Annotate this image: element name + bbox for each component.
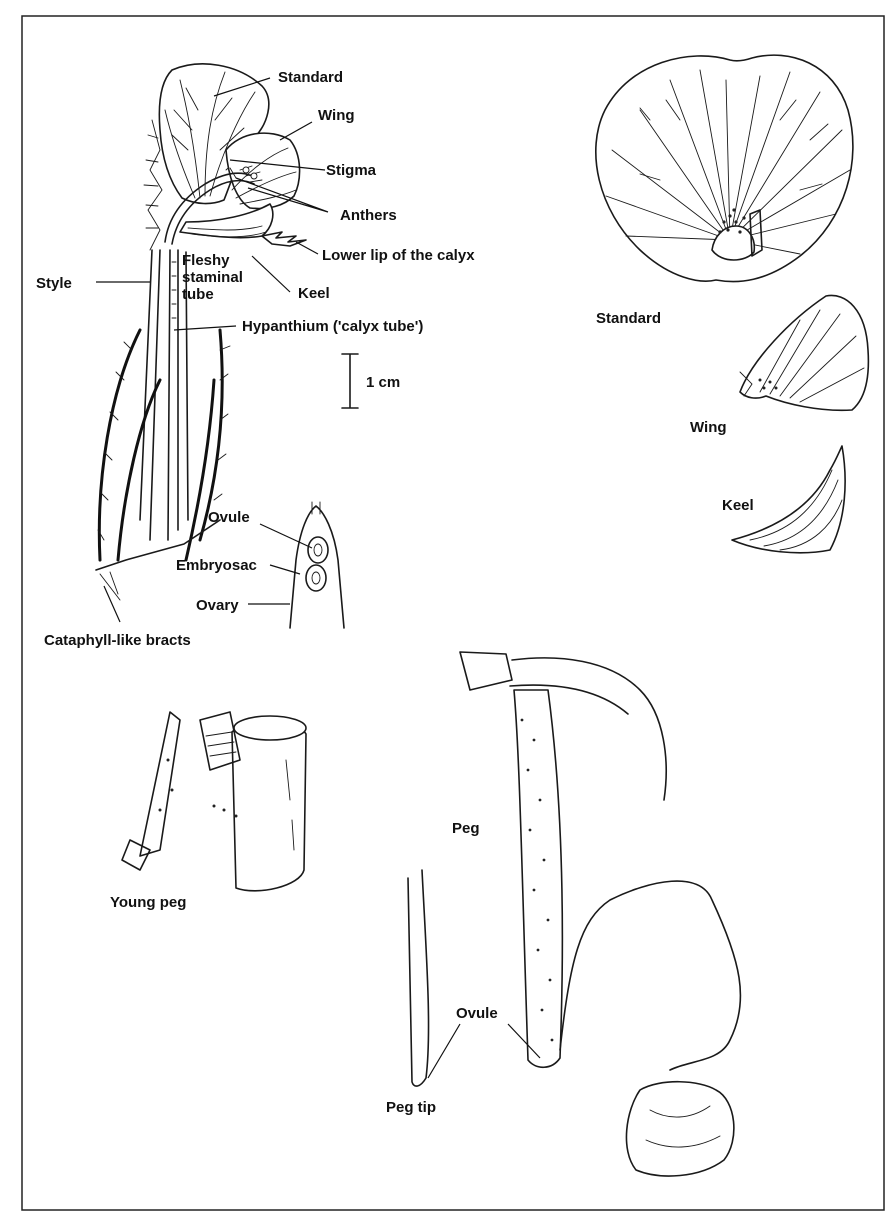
petal-wing-label: Wing <box>690 419 727 436</box>
peg-tip-drawing <box>408 870 429 1086</box>
lower-lip-label: Lower lip of the calyx <box>322 247 475 264</box>
ovary-label: Ovary <box>196 597 239 614</box>
keel-label: Keel <box>298 285 330 302</box>
scale-bar <box>342 354 358 408</box>
standard-petal-detail <box>596 55 853 281</box>
fleshy-label-line3: tube <box>182 286 214 303</box>
wing-label: Wing <box>318 107 355 124</box>
peg-label: Peg <box>452 820 480 837</box>
ovary-detail <box>290 502 344 628</box>
scale-label: 1 cm <box>366 374 400 391</box>
stigma-label: Stigma <box>326 162 377 179</box>
anthers-label: Anthers <box>340 207 397 224</box>
peg-drawing <box>460 652 740 1176</box>
embryosac-label: Embryosac <box>176 557 257 574</box>
fleshy-label-line2: staminal <box>182 269 243 286</box>
petal-standard-label: Standard <box>596 310 661 327</box>
style-label: Style <box>36 275 72 292</box>
bracts-label: Cataphyll-like bracts <box>44 632 191 649</box>
young-peg-label: Young peg <box>110 894 186 911</box>
ovule-label: Ovule <box>208 509 250 526</box>
peg-ovule-label: Ovule <box>456 1005 498 1022</box>
wing-petal-detail <box>740 295 868 410</box>
fleshy-label-line1: Fleshy <box>182 252 230 269</box>
young-peg-drawing <box>122 712 306 891</box>
hypanthium-label: Hypanthium ('calyx tube') <box>242 318 423 335</box>
keel-drawing <box>180 204 273 238</box>
peg-tip-label: Peg tip <box>386 1099 436 1116</box>
standard-label: Standard <box>278 69 343 86</box>
petal-keel-label: Keel <box>722 497 754 514</box>
